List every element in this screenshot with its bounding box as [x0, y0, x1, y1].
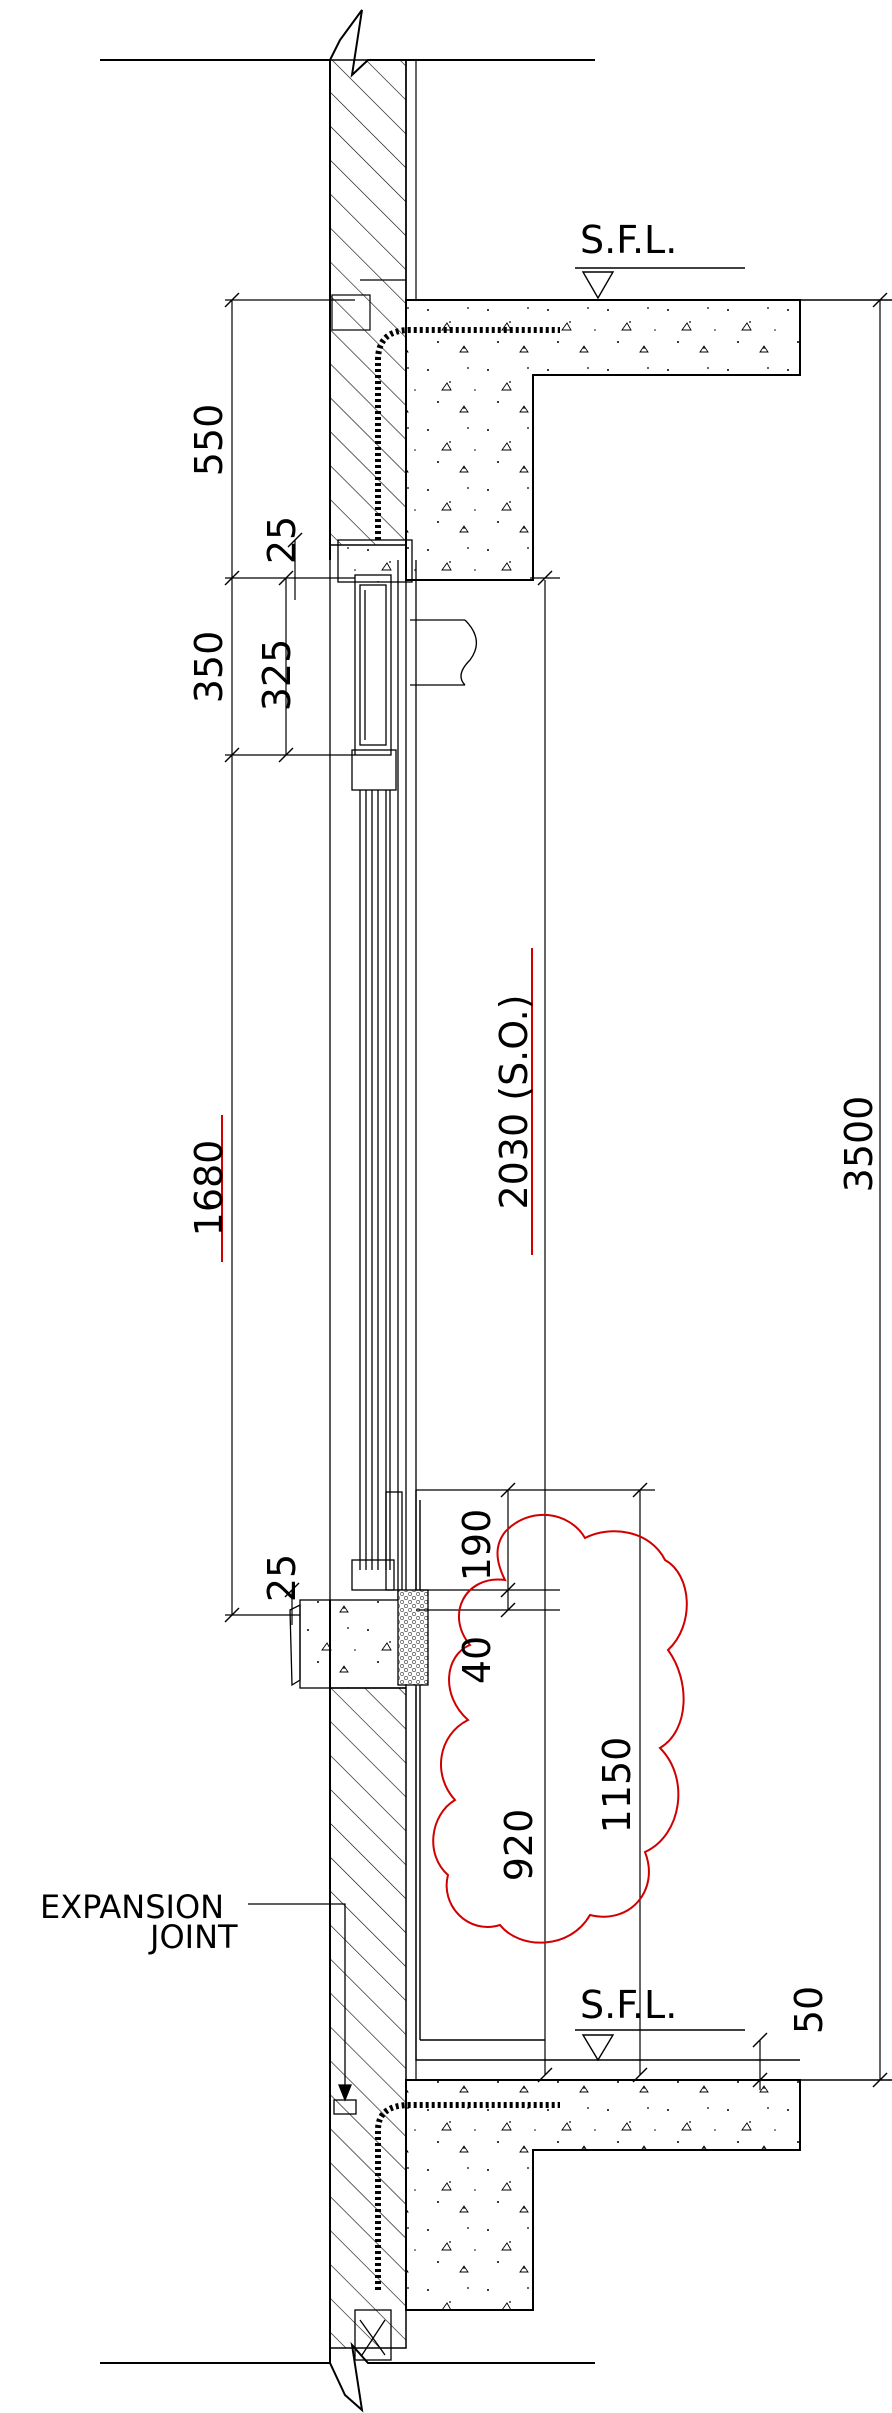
wall-lower [329, 1600, 417, 2363]
break-line-bottom [100, 2341, 595, 2413]
wall-upper [329, 59, 417, 560]
sfl-marker-top [575, 267, 745, 300]
expansion-joint [248, 1903, 357, 2115]
dim-1680: 1680 [187, 1140, 231, 1237]
window-head [337, 539, 413, 791]
pipe-behind [410, 619, 477, 686]
dim-25-top: 25 [260, 516, 304, 564]
dim-25-bottom: 25 [260, 1554, 304, 1602]
dim-2030: 2030 (S.O.) [492, 994, 536, 1209]
dim-550: 550 [187, 404, 231, 477]
dim-40: 40 [455, 1636, 499, 1684]
dim-50: 50 [787, 1986, 831, 2034]
dimension-lines [225, 299, 881, 2090]
dim-190: 190 [455, 1509, 499, 1582]
dim-920: 920 [497, 1809, 541, 1882]
sfl-label-top: S.F.L. [580, 218, 677, 262]
lower-window-fragment [354, 2309, 392, 2361]
dim-350: 350 [187, 631, 231, 704]
lower-slab [375, 2079, 801, 2311]
opening-jamb-lines [329, 560, 417, 1600]
upper-slab [331, 279, 801, 581]
dim-1150: 1150 [595, 1737, 639, 1834]
window-sill [289, 1559, 429, 1689]
dim-325: 325 [255, 639, 299, 712]
dim-3500: 3500 [837, 1096, 881, 1193]
revision-cloud [432, 1513, 688, 1944]
window-glass [359, 790, 403, 1591]
dimension-ticks [224, 292, 888, 2088]
sfl-marker-bottom [575, 2029, 745, 2062]
floor-line-bottom [545, 2059, 892, 2081]
expansion-joint-label-line1: EXPANSION [40, 1888, 224, 1926]
expansion-joint-label-line2: JOINT [148, 1918, 238, 1956]
sfl-label-bottom: S.F.L. [580, 1983, 677, 2027]
